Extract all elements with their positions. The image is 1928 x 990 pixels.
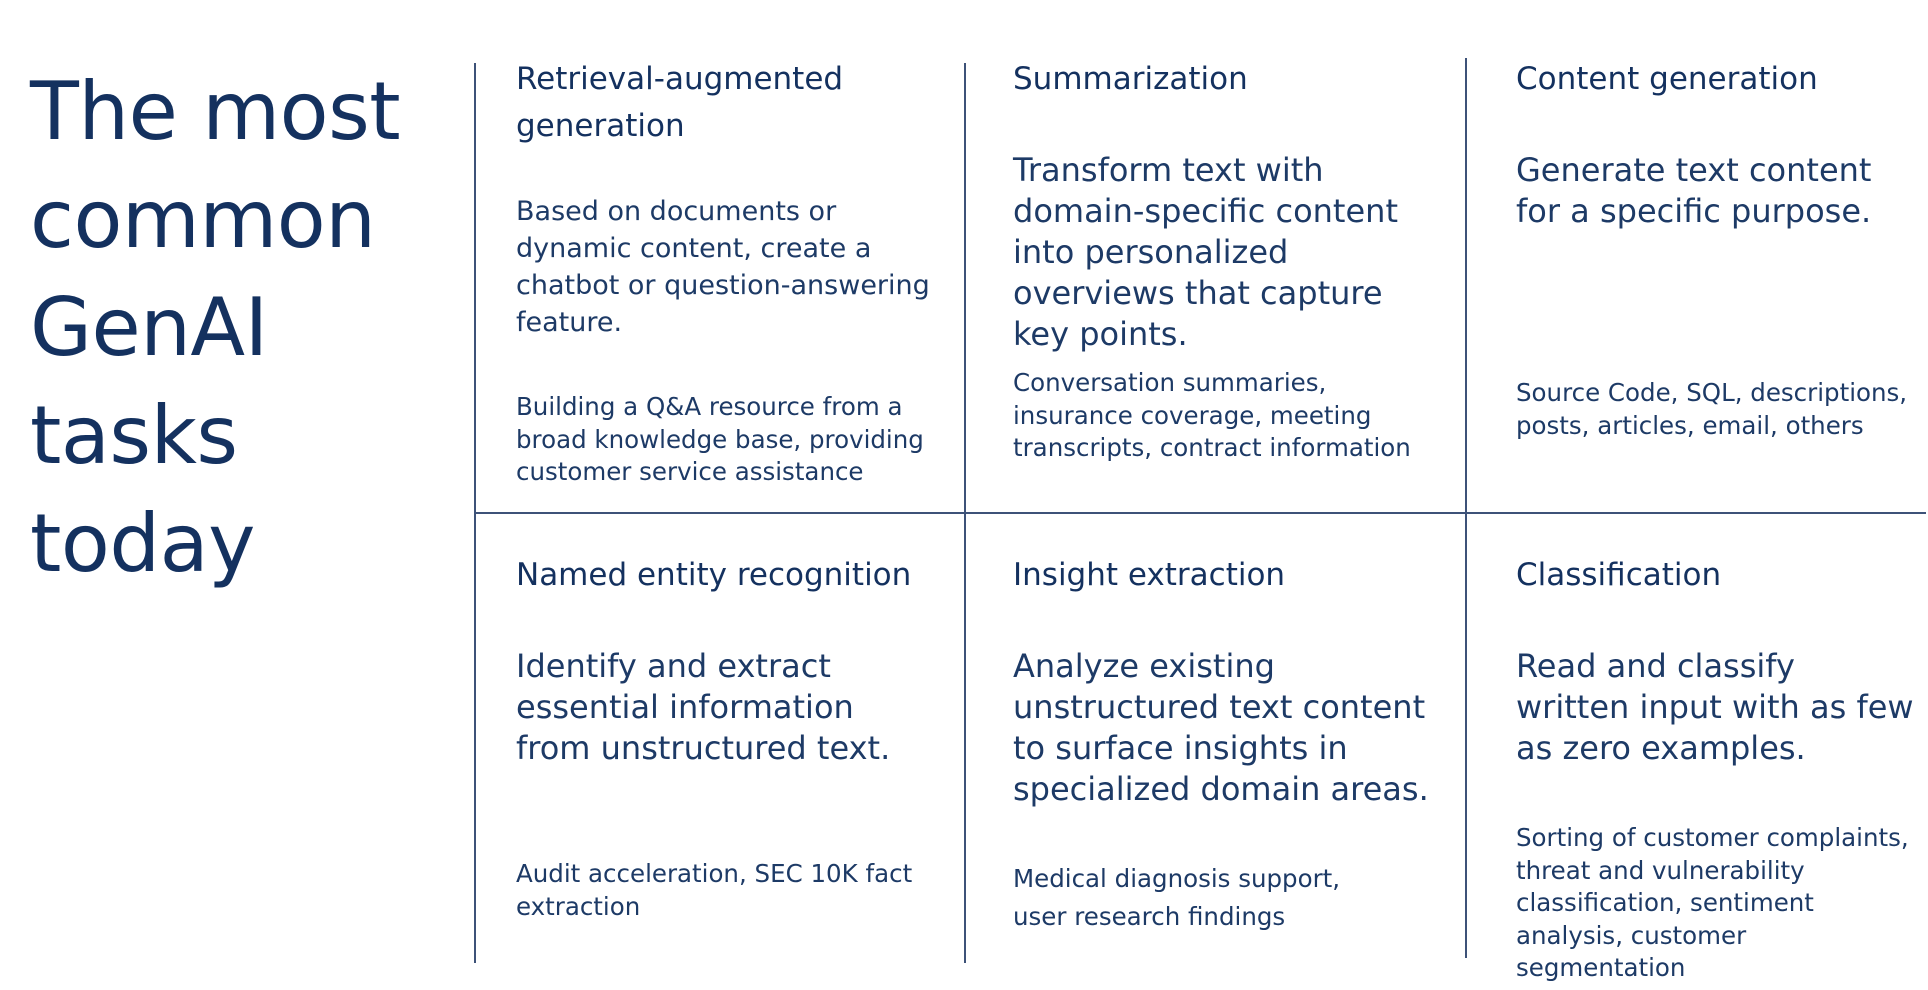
headline-line: today: [30, 497, 255, 590]
task-card-summarization: Summarization Transform text with domain…: [1013, 56, 1438, 496]
task-title: Classification: [1516, 557, 1722, 593]
task-examples: Conversation summaries, insurance covera…: [1013, 368, 1411, 462]
task-title: Named entity recognition: [516, 557, 912, 593]
task-description: Generate text content for a specific pur…: [1516, 151, 1872, 230]
task-title: Insight extraction: [1013, 557, 1286, 593]
task-card-insight-extraction: Insight extraction Analyze existing unst…: [1013, 552, 1438, 952]
headline: The most common GenAI tasks today: [30, 58, 450, 598]
task-description: Identify and extract essential informati…: [516, 647, 891, 767]
task-examples: Building a Q&A resource from a broad kno…: [516, 392, 924, 486]
task-card-retrieval-augmented-generation: Retrieval-augmented generation Based on …: [516, 56, 936, 496]
task-examples: Sorting of customer complaints, threat a…: [1516, 823, 1909, 982]
task-description: Analyze existing unstructured text conte…: [1013, 647, 1429, 808]
task-card-classification: Classification Read and classify written…: [1516, 552, 1921, 982]
headline-line: GenAI: [30, 281, 268, 374]
task-title: Retrieval-augmented generation: [516, 61, 844, 144]
task-card-content-generation: Content generation Generate text content…: [1516, 56, 1921, 496]
grid-divider-vertical: [1465, 58, 1467, 958]
headline-line: common: [30, 173, 376, 266]
grid-divider-horizontal: [474, 512, 1926, 514]
task-description: Read and classify written input with as …: [1516, 647, 1914, 767]
task-description: Based on documents or dynamic content, c…: [516, 196, 930, 338]
task-description: Transform text with domain-specific cont…: [1013, 151, 1398, 353]
headline-line: The most: [30, 65, 401, 158]
task-examples: Source Code, SQL, descriptions, posts, a…: [1516, 378, 1908, 440]
task-title: Content generation: [1516, 61, 1818, 97]
task-examples: Medical diagnosis support, user research…: [1013, 864, 1341, 931]
headline-line: tasks: [30, 389, 238, 482]
task-title: Summarization: [1013, 61, 1248, 97]
task-examples: Audit acceleration, SEC 10K fact extract…: [516, 859, 913, 921]
task-card-named-entity-recognition: Named entity recognition Identify and ex…: [516, 552, 936, 952]
